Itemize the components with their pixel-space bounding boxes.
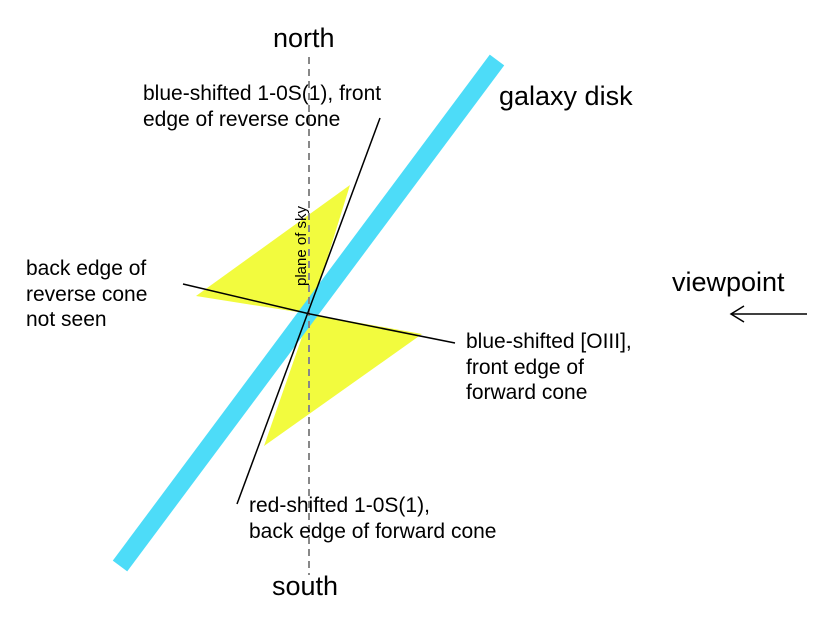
blue-shifted-10s1-line-1: blue-shifted 1-0S(1), front [143,82,382,105]
plane-of-sky-label: plane of sky [293,205,310,286]
north-label: north [273,23,335,53]
line-blue-shifted-oiii [309,313,456,344]
forward-cone [264,314,422,446]
back-edge-label: back edge of reverse cone not seen [26,256,147,333]
back-edge-line-3: not seen [26,308,107,332]
blue-shifted-oiii-line-2: front edge of [466,355,584,379]
blue-shifted-oiii-label: blue-shifted [OIII], front edge of forwa… [466,329,632,406]
back-edge-line-1: back edge of [26,257,147,280]
back-edge-line-2: reverse cone [26,282,148,306]
south-label: south [272,571,339,601]
blue-shifted-10s1-label: blue-shifted 1-0S(1), front edge of reve… [143,81,381,132]
line-blue-shifted-10s1 [236,117,381,505]
red-shifted-10s1-line-1: red-shifted 1-0S(1), [249,494,430,517]
reverse-cone [196,185,350,314]
viewpoint-arrow-head [729,305,745,323]
blue-shifted-oiii-line-3: forward cone [466,381,588,405]
red-shifted-10s1-label: red-shifted 1-0S(1), back edge of forwar… [249,493,497,544]
blue-shifted-10s1-line-2: edge of reverse cone [143,107,341,131]
red-shifted-10s1-line-2: back edge of forward cone [249,519,497,543]
viewpoint-label: viewpoint [672,267,785,297]
galaxy-disk-label: galaxy disk [499,81,633,111]
blue-shifted-oiii-line-1: blue-shifted [OIII], [466,330,632,353]
line-back-edge [182,283,311,315]
